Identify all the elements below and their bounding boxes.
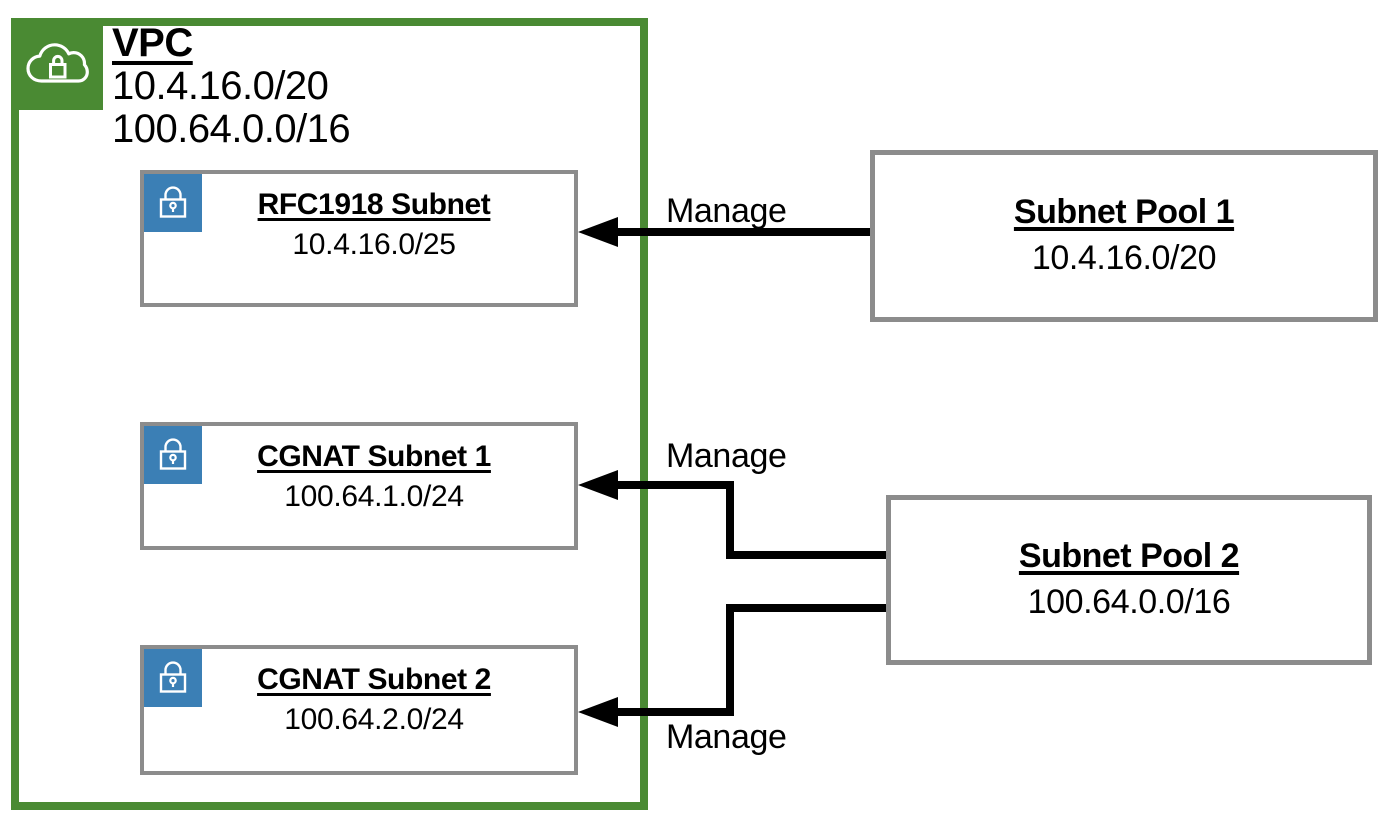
subnet-name: CGNAT Subnet 2 <box>257 663 491 696</box>
subnet-lock-icon <box>144 426 202 484</box>
edge-label-manage-1: Manage <box>666 192 787 230</box>
subnet-rfc1918[interactable]: RFC1918 Subnet 10.4.16.0/25 <box>140 170 578 307</box>
vpc-label-group: VPC 10.4.16.0/20 100.64.0.0/16 <box>112 21 532 152</box>
vpc-title: VPC <box>112 21 193 65</box>
subnet-cgnat-1[interactable]: CGNAT Subnet 1 100.64.1.0/24 <box>140 422 578 550</box>
subnet-lock-icon <box>144 649 202 707</box>
vpc-cidr-primary: 10.4.16.0/20 <box>112 64 329 109</box>
edge-label-manage-2: Manage <box>666 437 787 475</box>
edge-label-manage-3: Manage <box>666 718 787 756</box>
subnet-cidr: 10.4.16.0/25 <box>292 227 456 261</box>
subnet-label-group: CGNAT Subnet 1 100.64.1.0/24 <box>144 440 574 515</box>
subnet-cgnat-2[interactable]: CGNAT Subnet 2 100.64.2.0/24 <box>140 645 578 775</box>
subnet-cidr: 100.64.1.0/24 <box>284 479 464 513</box>
subnet-name: CGNAT Subnet 1 <box>257 440 491 473</box>
pool-name: Subnet Pool 2 <box>1018 537 1240 576</box>
subnet-name: RFC1918 Subnet <box>257 188 491 221</box>
pool-name: Subnet Pool 1 <box>1013 193 1235 232</box>
vpc-container <box>11 18 648 810</box>
subnet-lock-icon <box>144 174 202 232</box>
subnet-label-group: CGNAT Subnet 2 100.64.2.0/24 <box>144 663 574 738</box>
pool-cidr: 10.4.16.0/20 <box>1031 239 1217 278</box>
pool-cidr: 100.64.0.0/16 <box>1027 583 1231 622</box>
subnet-label-group: RFC1918 Subnet 10.4.16.0/25 <box>144 188 574 263</box>
subnet-pool-1[interactable]: Subnet Pool 1 10.4.16.0/20 <box>870 150 1378 322</box>
subnet-cidr: 100.64.2.0/24 <box>284 702 464 736</box>
vpc-cloud-lock-icon <box>11 18 103 110</box>
subnet-pool-2[interactable]: Subnet Pool 2 100.64.0.0/16 <box>886 495 1372 665</box>
vpc-cidr-secondary: 100.64.0.0/16 <box>112 107 351 152</box>
